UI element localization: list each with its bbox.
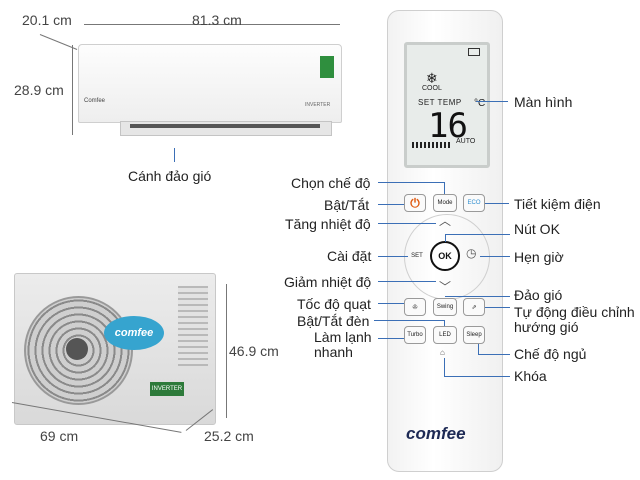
indoor-vent-opening [130,124,320,128]
turbo-pointer [378,338,404,339]
lcd-temperature: 16 [428,106,468,146]
outdoor-brand-logo: comfee [104,316,164,350]
fan-speed-bars-icon [412,142,452,148]
eco-button[interactable]: ECO [463,194,485,212]
timer-label: Hẹn giờ [514,249,564,265]
outdoor-fan-hub [66,338,88,360]
indoor-inverter-text: INVERTER [305,102,331,108]
mode-button[interactable]: Mode [433,194,457,212]
ok-label: Nút OK [514,221,560,237]
height-dimension-line [72,45,73,135]
ok-pointer-v [445,234,446,242]
airflow-direction-icon: ⇗ [471,304,477,311]
temp-up-button[interactable]: ︿ [439,214,452,228]
ok-pointer-h [445,234,510,235]
power-button[interactable]: ⏻ [404,194,426,212]
clock-icon: ◷ [466,246,477,260]
led-button[interactable]: LED [433,326,457,344]
power-pointer [378,204,404,205]
swing-label: Đảo gió [514,287,563,303]
turbo-button[interactable]: Turbo [404,326,426,344]
lcd-set-temp-label: SET TEMP [418,98,462,107]
sleep-button[interactable]: Sleep [463,326,485,344]
lcd-unit: °C [474,98,486,109]
eco-label-callout: Tiết kiệm điện [514,196,601,212]
ok-button[interactable]: OK [430,241,460,271]
indoor-width-label: 81.3 cm [192,12,242,28]
outdoor-width-label: 69 cm [40,428,79,444]
fan-speed-pointer [378,303,404,304]
power-icon: ⏻ [410,195,420,210]
outdoor-depth-label: 25.2 cm [204,428,254,444]
fan-speed-button[interactable]: ✇ [404,298,426,316]
lcd-mode: COOL [422,85,442,92]
set-button[interactable]: SET [411,253,423,259]
led-pointer-v [444,320,445,326]
remote-logo: comfee [406,424,466,443]
led-pointer-h [374,320,444,321]
temp-down-button[interactable]: ﹀ [439,280,452,294]
timer-pointer [480,256,510,257]
turbo-label: Làm lạnh nhanh [314,329,372,360]
sleep-pointer-v [478,344,479,354]
flap-pointer-line [174,148,175,162]
auto-direction-label: Tự động điều chỉnh hướng gió [514,304,635,335]
outdoor-height-line [226,284,227,418]
lock-icon: ⌂ [440,348,445,357]
fan-icon: ✇ [412,304,418,311]
temp-up-pointer [378,223,436,224]
flap-label: Cánh đảo gió [128,168,212,184]
outdoor-height-label: 46.9 cm [229,343,279,359]
fan-speed-label: Tốc độ quạt [297,296,371,312]
timer-button[interactable]: ◷ [466,246,476,260]
screen-label: Màn hình [514,94,573,110]
settings-label: Cài đặt [327,248,372,264]
temp-up-label: Tăng nhiệt độ [285,216,371,232]
direction-pointer [485,307,510,308]
swing-button[interactable]: Swing [433,298,457,316]
choose-mode-label: Chọn chế độ [291,175,371,191]
settings-pointer [378,256,408,257]
lcd-fan-mode: AUTO [456,138,476,145]
eco-pointer [485,203,509,204]
indoor-depth-label: 20.1 cm [22,12,72,28]
lock-pointer-h [444,376,510,377]
battery-icon [468,48,480,56]
swing-pointer [445,296,510,297]
eco-label: ECO [467,200,481,206]
sleep-pointer-h [478,354,510,355]
snowflake-icon: ❄ [426,70,438,86]
power-label: Bật/Tắt [324,197,370,213]
direction-button[interactable]: ⇗ [463,298,485,316]
temp-down-pointer [378,281,436,282]
width-dimension-line [84,24,340,25]
outdoor-inverter-tag: INVERTER [150,382,184,396]
indoor-unit [78,44,342,123]
sleep-label: Chế độ ngủ [514,346,587,362]
indoor-height-label: 28.9 cm [14,82,64,98]
temp-down-label: Giảm nhiệt độ [284,274,372,290]
mode-pointer-v [444,182,445,194]
mode-pointer-h [378,182,444,183]
outdoor-side-grille [178,286,208,366]
lock-label: Khóa [514,368,547,384]
led-toggle-label: Bật/Tắt đèn [297,313,370,329]
screen-pointer [476,101,508,102]
energy-label-sticker [320,56,334,78]
lock-pointer-v [444,358,445,376]
indoor-brand: Comfee [84,98,106,104]
